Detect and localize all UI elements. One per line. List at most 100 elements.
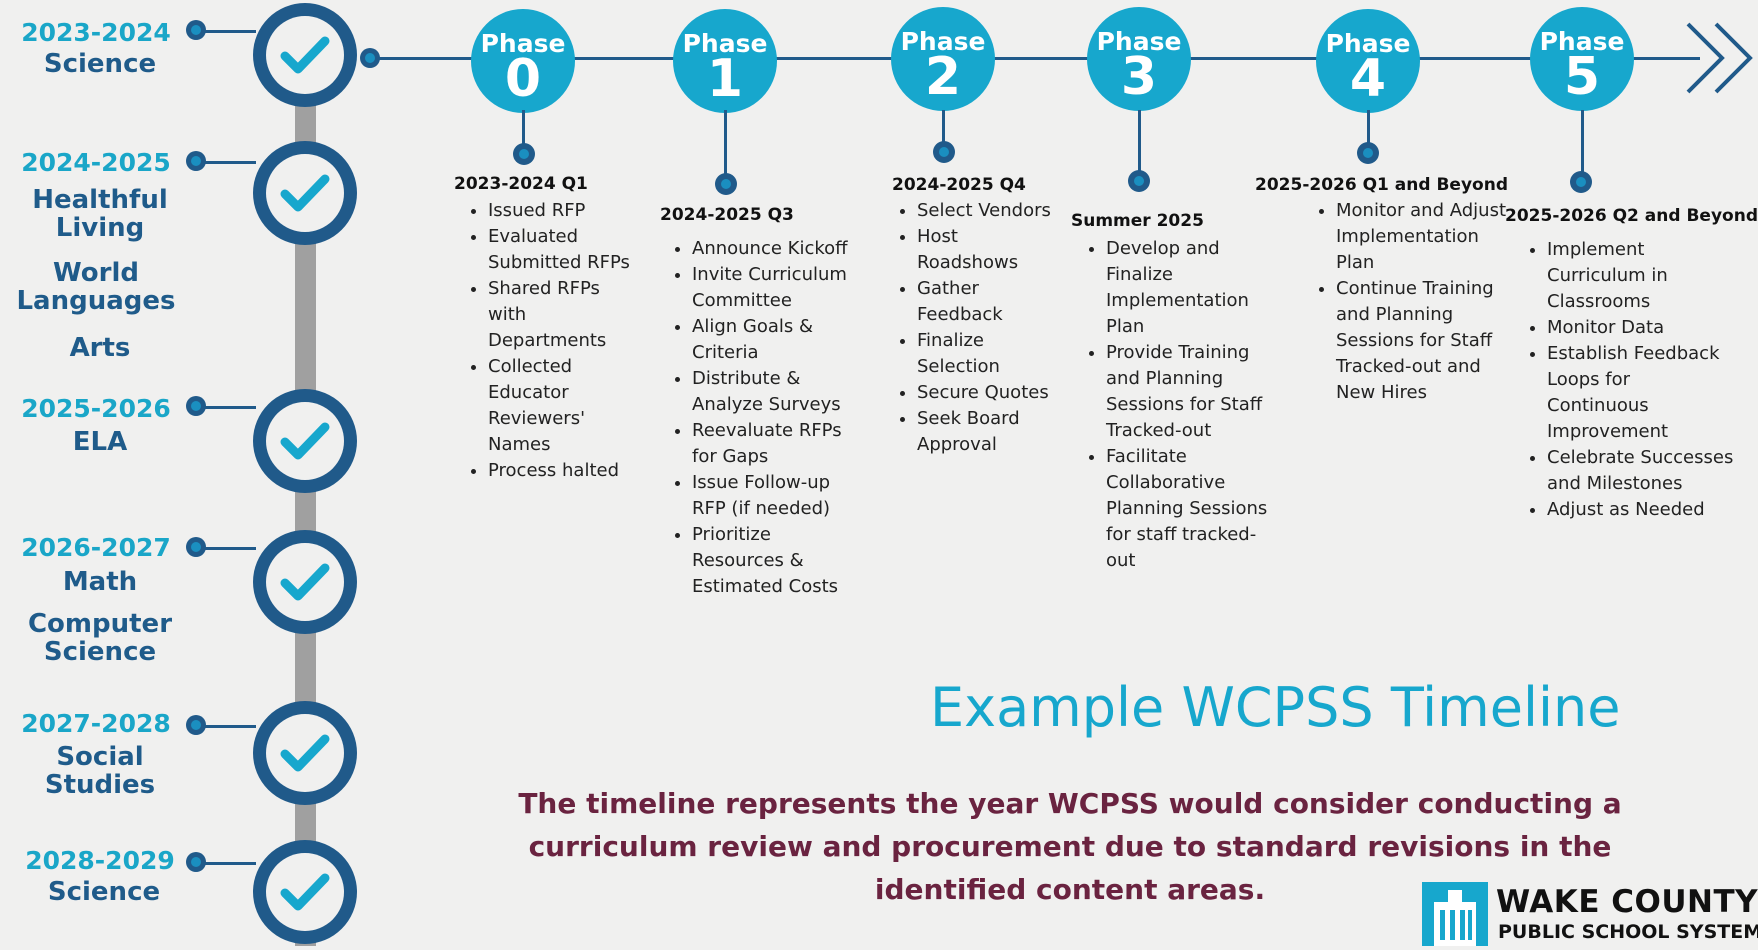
- logo-name: WAKE COUNTY: [1496, 884, 1758, 920]
- step-item: Facilitate Collaborative Planning Sessio…: [1106, 444, 1276, 574]
- connector-line: [196, 161, 256, 164]
- check-circle-icon: [253, 3, 357, 107]
- timeline-node-dot: [186, 151, 206, 171]
- phase-heading: 2023-2024 Q1: [454, 174, 588, 194]
- subject-label: Computer Science: [27, 609, 173, 667]
- phase-number: 2: [924, 47, 962, 107]
- phase-word: Phase: [1539, 27, 1625, 56]
- subject-label: Science: [43, 49, 157, 79]
- phase-heading: 2025-2026 Q1 and Beyond: [1255, 175, 1508, 195]
- step-item: Secure Quotes: [917, 380, 1057, 406]
- phase-step-list: Implement Curriculum in Classrooms Monit…: [1523, 237, 1737, 523]
- step-item: Monitor and Adjust Implementation Plan: [1336, 198, 1516, 276]
- timeline-node-dot: [186, 20, 206, 40]
- caption-text: The timeline represents the year WCPSS w…: [518, 787, 1622, 906]
- step-item: Shared RFPs with Departments: [488, 276, 638, 354]
- step-item: Prioritize Resources & Estimated Costs: [692, 522, 852, 600]
- step-item: Issue Follow-up RFP (if needed): [692, 470, 852, 522]
- step-item: Invite Curriculum Committee: [692, 262, 852, 314]
- phase-badge: Phase 4: [1316, 9, 1420, 113]
- step-item: Issued RFP: [488, 198, 638, 224]
- step-item: Select Vendors: [917, 198, 1057, 224]
- step-item: Continue Training and Planning Sessions …: [1336, 276, 1516, 406]
- subject-label: ELA: [72, 427, 128, 457]
- connector-line: [196, 547, 256, 550]
- connector-line: [196, 862, 256, 865]
- year-label: 2026-2027: [21, 533, 171, 562]
- year-label: 2024-2025: [21, 148, 171, 177]
- subject-label: World Languages: [16, 258, 176, 316]
- step-item: Seek Board Approval: [917, 406, 1057, 458]
- connector-line: [196, 406, 256, 409]
- step-item: Provide Training and Planning Sessions f…: [1106, 340, 1276, 444]
- phase-number: 0: [504, 49, 542, 109]
- phase-step-list: Develop and Finalize Implementation Plan…: [1082, 236, 1276, 574]
- phase-step-list: Announce Kickoff Invite Curriculum Commi…: [668, 236, 852, 600]
- step-item: Celebrate Successes and Milestones: [1547, 445, 1737, 497]
- check-circle-icon: [253, 141, 357, 245]
- phase-number: 1: [706, 49, 744, 109]
- subject-label: Arts: [69, 333, 131, 363]
- step-item: Gather Feedback: [917, 276, 1057, 328]
- step-item: Reevaluate RFPs for Gaps: [692, 418, 852, 470]
- phase-dot: [1357, 142, 1379, 164]
- phase-heading: 2025-2026 Q2 and Beyond: [1505, 206, 1758, 226]
- phase-number: 4: [1349, 49, 1387, 109]
- subject-label: Healthful Living: [32, 185, 168, 243]
- double-chevron-right-icon: [1686, 22, 1753, 94]
- phase-number: 3: [1120, 47, 1158, 107]
- step-item: Implement Curriculum in Classrooms: [1547, 237, 1737, 315]
- phase-badge: Phase 3: [1087, 7, 1191, 111]
- phase-badge: Phase 2: [891, 7, 995, 111]
- page-title: Example WCPSS Timeline: [930, 676, 1621, 739]
- step-item: Announce Kickoff: [692, 236, 852, 262]
- phase-dot: [513, 143, 535, 165]
- phase-dot: [715, 173, 737, 195]
- check-circle-icon: [253, 389, 357, 493]
- phase-dot: [933, 141, 955, 163]
- step-item: Develop and Finalize Implementation Plan: [1106, 236, 1276, 340]
- step-item: Process halted: [488, 458, 638, 484]
- phase-stem: [1581, 110, 1584, 178]
- year-label: 2025-2026: [21, 394, 171, 423]
- step-item: Evaluated Submitted RFPs: [488, 224, 638, 276]
- phase-stem: [522, 110, 525, 150]
- phase-heading: Summer 2025: [1071, 211, 1204, 231]
- timeline-node-dot: [186, 537, 206, 557]
- step-item: Distribute & Analyze Surveys: [692, 366, 852, 418]
- phase-timeline-line: [370, 57, 1700, 60]
- year-label: 2027-2028: [21, 709, 171, 738]
- phase-step-list: Select Vendors Host Roadshows Gather Fee…: [893, 198, 1057, 458]
- phase-word: Phase: [1096, 27, 1182, 56]
- check-circle-icon: [253, 840, 357, 944]
- subject-label: Science: [47, 877, 161, 907]
- step-item: Establish Feedback Loops for Continuous …: [1547, 341, 1737, 445]
- year-label: 2023-2024: [21, 18, 171, 47]
- connector-line: [196, 30, 256, 33]
- step-item: Finalize Selection: [917, 328, 1057, 380]
- timeline-node-dot: [186, 715, 206, 735]
- check-circle-icon: [253, 701, 357, 805]
- wcpss-logo-icon: [1422, 882, 1488, 946]
- step-item: Adjust as Needed: [1547, 497, 1737, 523]
- phase-stem: [724, 110, 727, 180]
- phase-dot: [1128, 170, 1150, 192]
- phase-stem: [1138, 110, 1141, 178]
- connector-line: [196, 725, 256, 728]
- phase-step-list: Monitor and Adjust Implementation Plan C…: [1312, 198, 1516, 406]
- phase-badge: Phase 1: [673, 9, 777, 113]
- phase-heading: 2024-2025 Q4: [892, 175, 1026, 195]
- phase-step-list: Issued RFP Evaluated Submitted RFPs Shar…: [464, 198, 638, 484]
- phase-stem: [942, 110, 945, 150]
- phase-number: 5: [1563, 47, 1601, 107]
- subject-label: Social Studies: [44, 742, 156, 800]
- phase-word: Phase: [480, 29, 566, 58]
- phase-word: Phase: [1325, 29, 1411, 58]
- phase-word: Phase: [900, 27, 986, 56]
- phase-word: Phase: [682, 29, 768, 58]
- check-circle-icon: [253, 530, 357, 634]
- phase-stem: [1367, 110, 1370, 150]
- logo-subname: PUBLIC SCHOOL SYSTEM: [1498, 921, 1758, 943]
- subject-label: Math: [62, 567, 138, 597]
- timeline-node-dot: [186, 396, 206, 416]
